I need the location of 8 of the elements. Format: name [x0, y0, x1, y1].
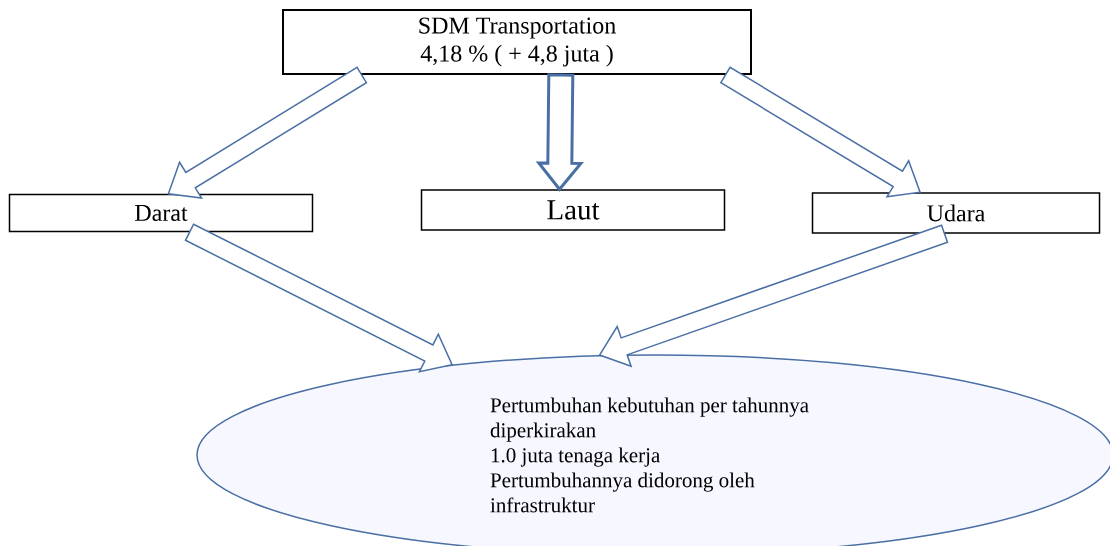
block-arrow: [167, 66, 368, 199]
category-box: Laut: [420, 189, 726, 231]
block-arrow: [598, 224, 949, 368]
block-arrow: [535, 73, 584, 192]
category-box: Udara: [811, 192, 1101, 234]
category-box: Darat: [8, 193, 314, 233]
block-arrow: [184, 223, 454, 373]
title-box: SDM Transportation 4,18 % ( + 4,8 juta ): [282, 9, 752, 75]
